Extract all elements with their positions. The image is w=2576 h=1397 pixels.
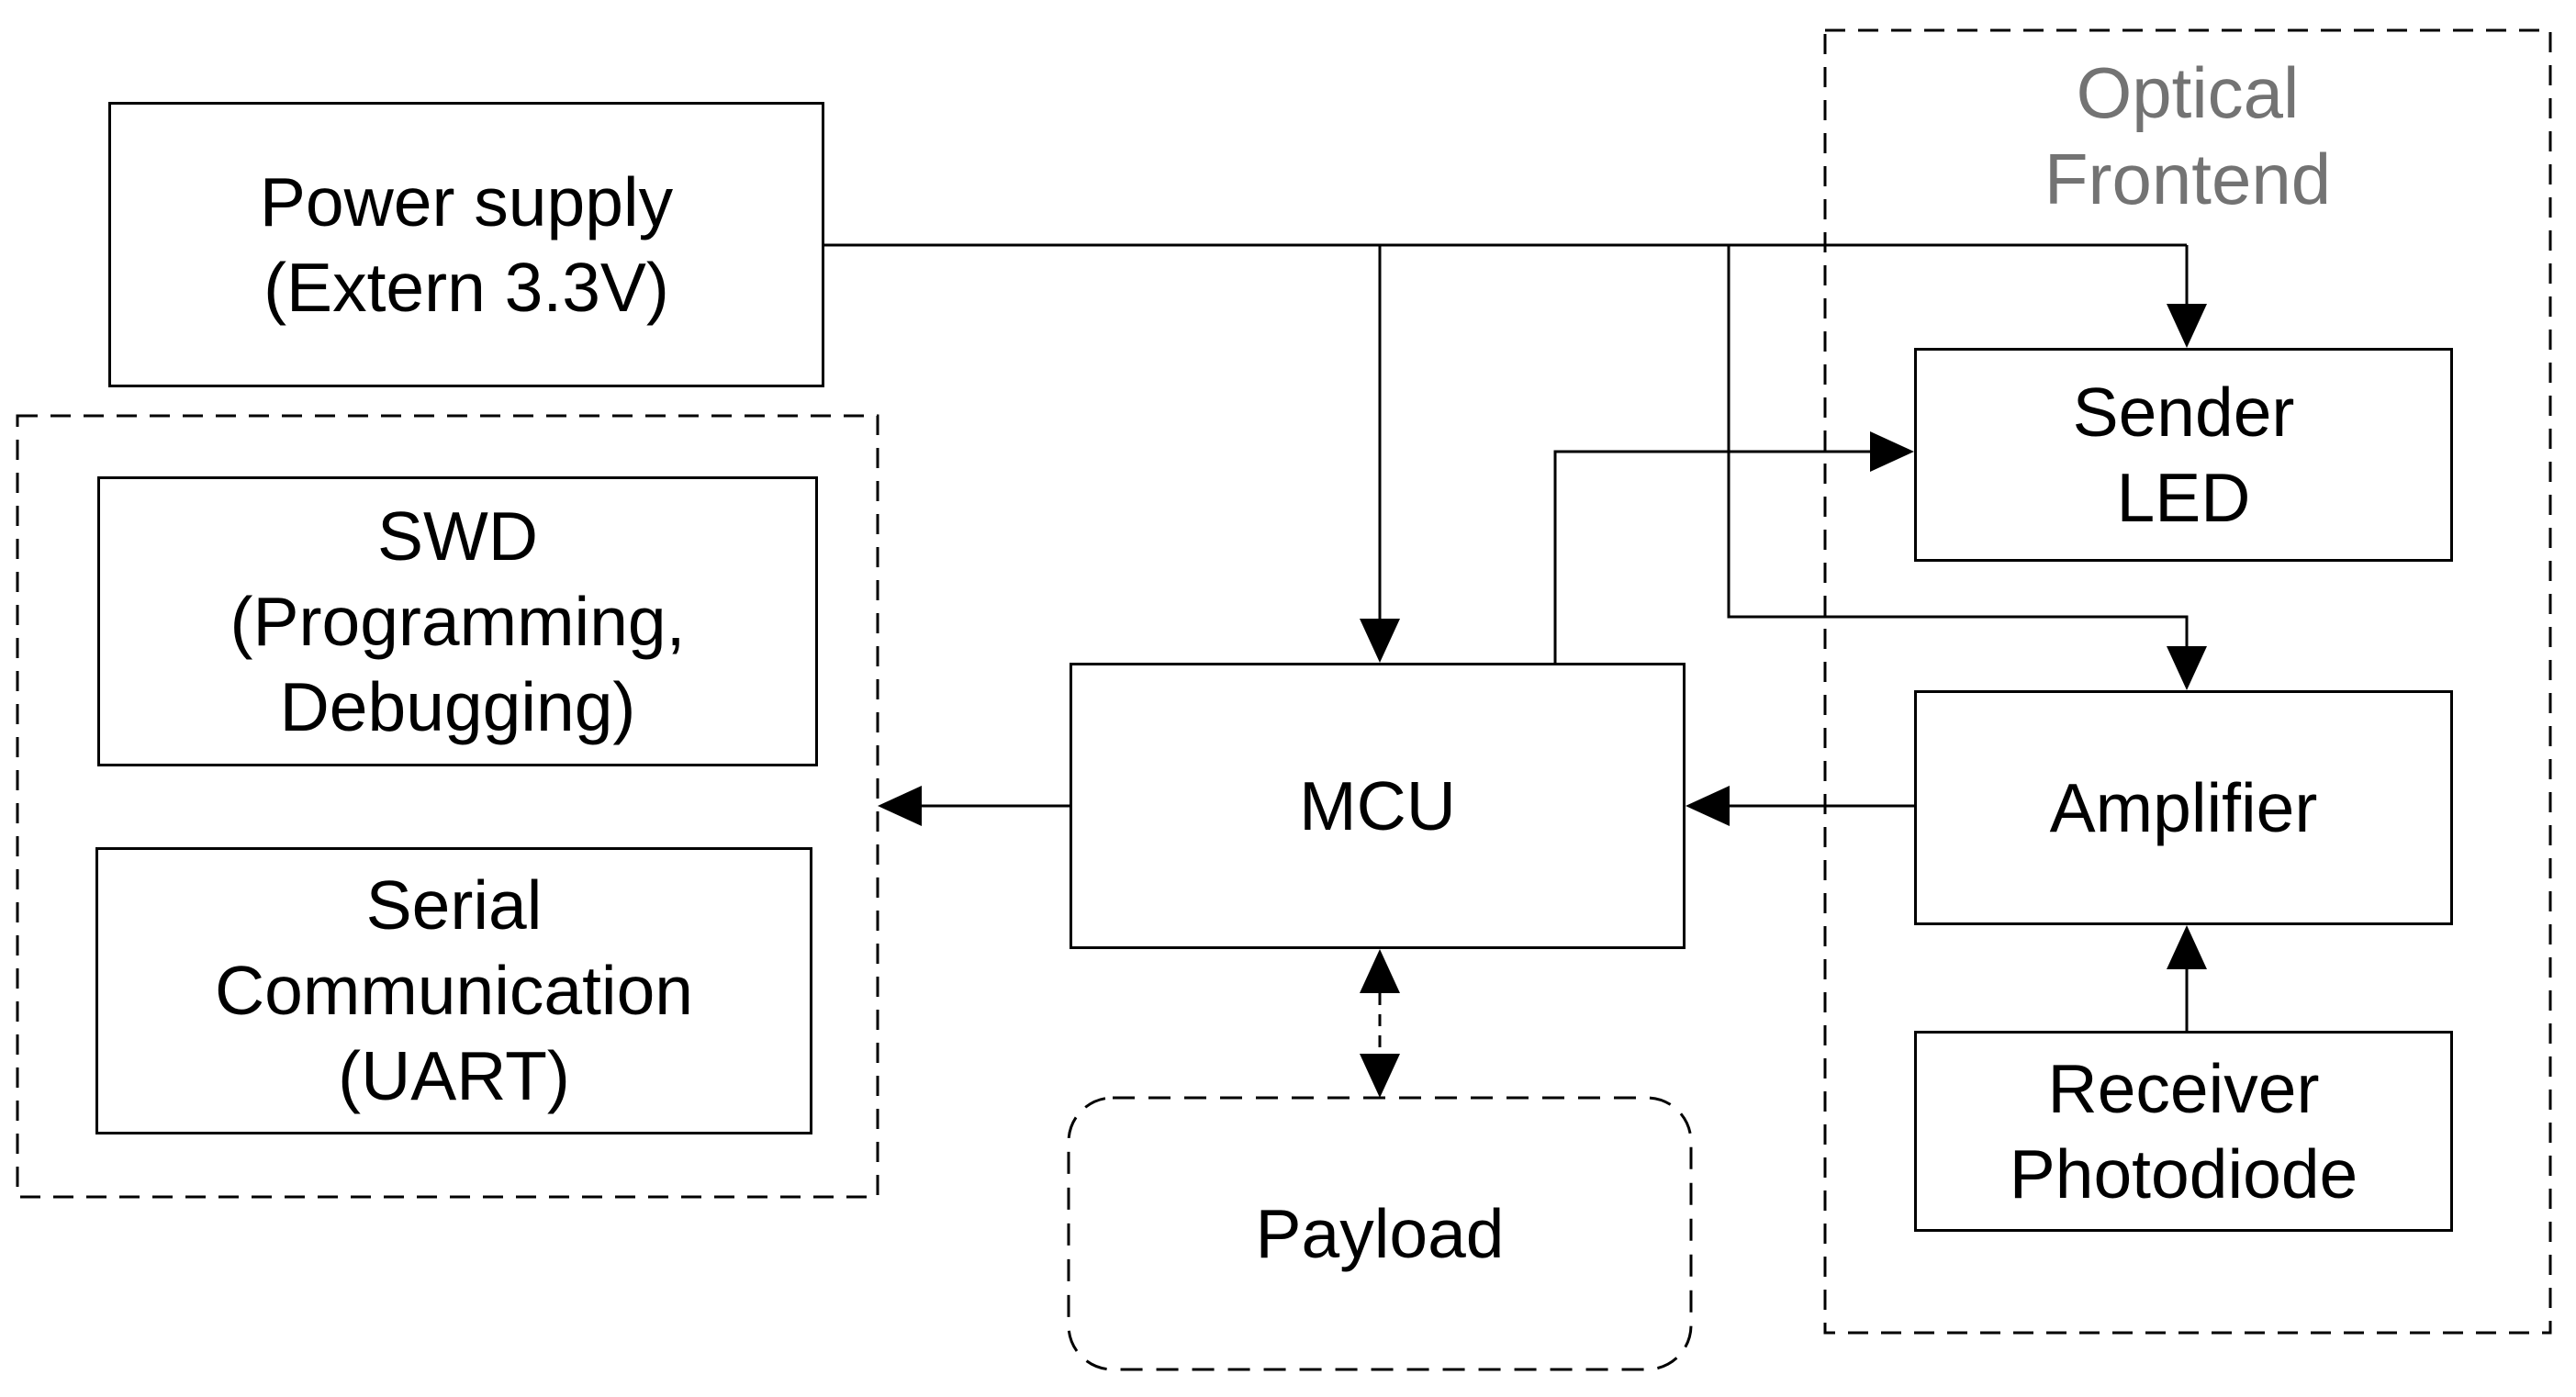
amplifier-to-mcu-arrowhead-icon <box>1686 786 1730 826</box>
mcu-payload-down-arrowhead-icon <box>1360 1054 1400 1098</box>
optical-frontend-group-border <box>1823 28 2552 1335</box>
power-supply-label-line1: Power supply <box>259 162 674 240</box>
swd-label-line2: (Programming, <box>230 582 686 660</box>
payload-label: Payload <box>1069 1098 1691 1369</box>
sender-led-box <box>1914 348 2453 562</box>
serial-label-line1: Serial <box>365 866 543 944</box>
serial-label-line2: Communication <box>214 952 694 1029</box>
amplifier-label: Amplifier <box>1914 690 2453 925</box>
amplifier-label-line1: Amplifier <box>2049 768 2318 846</box>
serial-communication-box <box>95 847 812 1134</box>
swd-box <box>97 476 818 766</box>
receiver-label-line2: Photodiode <box>2009 1134 2358 1213</box>
optical-frontend-label-line1: Optical <box>2076 52 2300 133</box>
mcu-box <box>1070 663 1686 949</box>
receiver-to-amplifier-arrowhead-icon <box>2167 925 2207 969</box>
serial-communication-label: Serial Communication (UART) <box>95 847 812 1134</box>
mcu-label: MCU <box>1070 663 1686 949</box>
mcu-label-line1: MCU <box>1299 766 1456 844</box>
sender-led-label: Sender LED <box>1914 348 2453 562</box>
io-group-border <box>16 414 879 1199</box>
mcu-to-io-arrowhead-icon <box>878 786 922 826</box>
swd-label-line3: Debugging) <box>279 667 636 745</box>
swd-label-line1: SWD <box>377 497 538 575</box>
mcu-to-sender-arrowhead-icon <box>1870 431 1914 472</box>
sender-led-label-line1: Sender <box>2072 373 2295 451</box>
mcu-payload-up-arrowhead-icon <box>1360 949 1400 993</box>
payload-label-line1: Payload <box>1255 1194 1505 1272</box>
optical-frontend-label-line2: Frontend <box>2044 139 2332 219</box>
receiver-label-line1: Receiver <box>2047 1049 2320 1127</box>
power-to-amplifier-wire <box>1727 245 2189 646</box>
swd-label: SWD (Programming, Debugging) <box>97 476 818 766</box>
optical-frontend-label: Optical Frontend <box>1825 44 2550 228</box>
power-supply-label: Power supply (Extern 3.3V) <box>108 102 824 387</box>
power-to-sender-arrowhead-icon <box>2167 304 2207 348</box>
power-to-amplifier-arrowhead-icon <box>2167 646 2207 690</box>
serial-label-line3: (UART) <box>338 1037 570 1114</box>
power-supply-label-line2: (Extern 3.3V) <box>263 248 669 326</box>
power-to-mcu-arrowhead-icon <box>1360 619 1400 663</box>
receiver-photodiode-label: Receiver Photodiode <box>1914 1031 2453 1232</box>
receiver-photodiode-box <box>1914 1031 2453 1232</box>
sender-led-label-line2: LED <box>2116 458 2251 536</box>
power-supply-box <box>108 102 824 387</box>
amplifier-box <box>1914 690 2453 925</box>
mcu-to-sender-wire <box>1553 450 1870 663</box>
